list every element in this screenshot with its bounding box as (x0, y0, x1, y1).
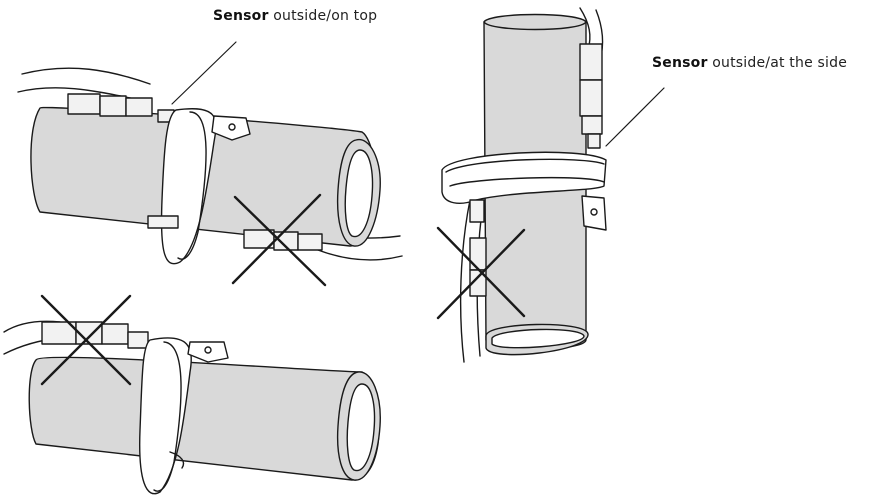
label-sensor-at-side: Sensor outside/at the side (652, 55, 848, 71)
upper-sensor (67, 93, 175, 123)
leader-line-top (171, 41, 237, 105)
label-sensor-on-top: Sensor outside/on top (213, 8, 378, 24)
lower-pipe-figure (3, 294, 381, 495)
upper-cross (231, 193, 327, 287)
vertical-cross (436, 226, 526, 320)
upper-strap-tab (211, 115, 251, 141)
vertical-pipe-figure (436, 7, 665, 363)
lower-cross (40, 294, 132, 386)
lower-sensor (41, 321, 149, 349)
lower-pipe (28, 356, 380, 481)
vertical-sensor (579, 43, 603, 149)
leader-line-side (605, 87, 665, 147)
upper-pipe-figure (17, 41, 403, 287)
lower-strap-tab (187, 341, 229, 363)
vertical-strap-tab (581, 195, 607, 231)
lower-strap (138, 337, 192, 495)
